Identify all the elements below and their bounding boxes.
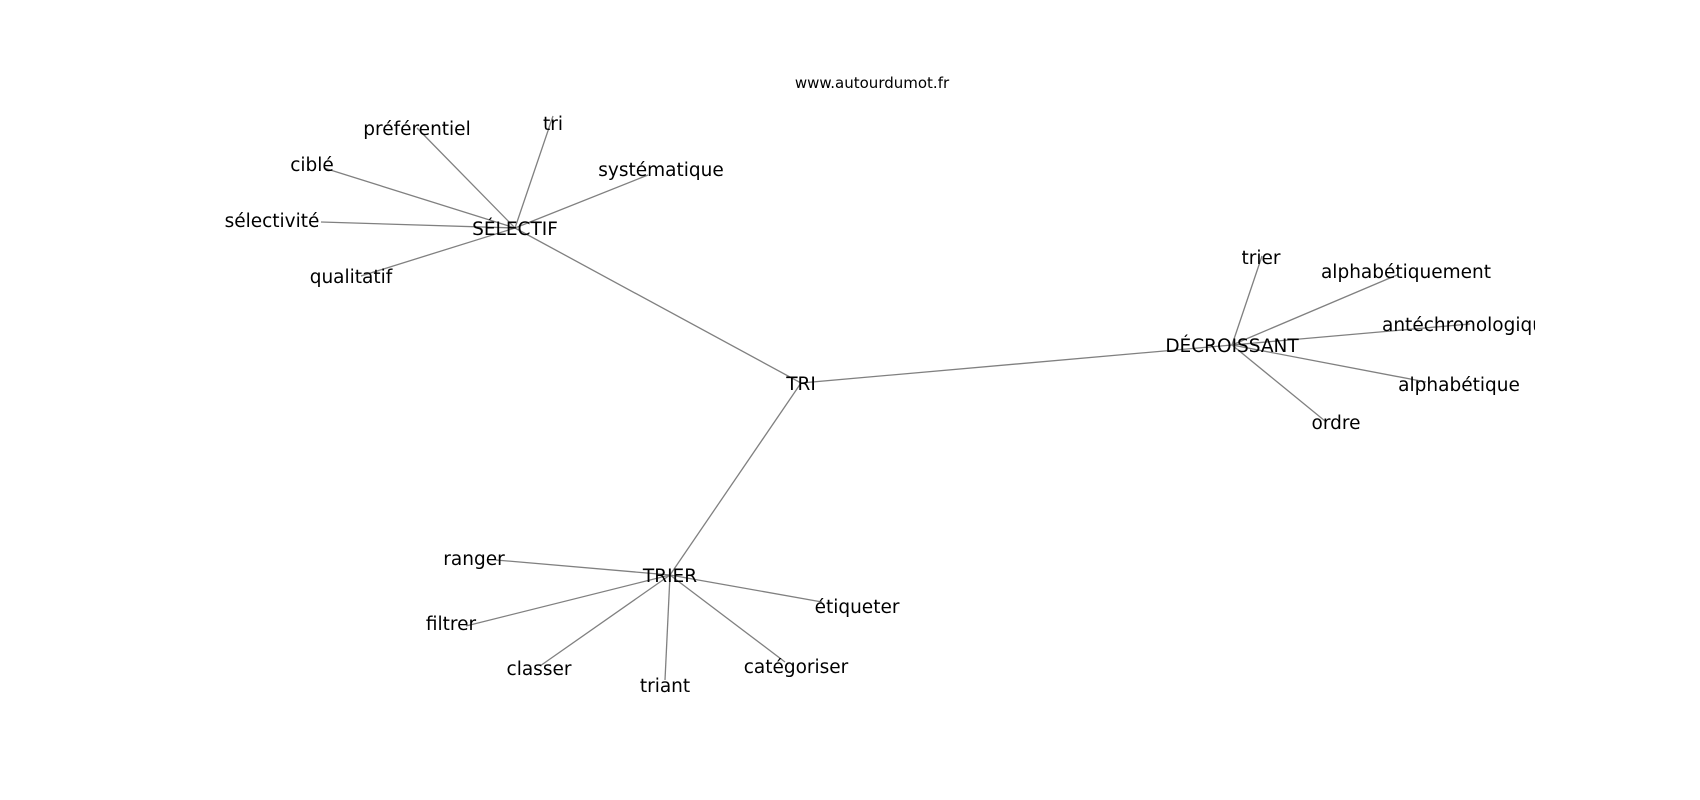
node-leaf: qualitatif [310, 267, 393, 288]
node-leaf: ranger [443, 549, 505, 570]
node-leaf: systématique [598, 160, 723, 181]
node-hub-decroissant: DÉCROISSANT [1165, 335, 1299, 357]
node-leaf: préférentiel [363, 119, 470, 140]
node-leaf: triant [640, 676, 690, 697]
node-leaf: étiqueter [815, 597, 900, 618]
edge-hub-leaf [323, 167, 516, 229]
edge-hub-leaf [495, 559, 671, 576]
edge-hub-leaf [320, 221, 516, 229]
edges-layer [320, 115, 1471, 681]
node-leaf: alphabétiquement [1321, 262, 1491, 283]
edge-hub-leaf [1231, 274, 1398, 346]
node-leaf: alphabétique [1398, 375, 1520, 396]
node-leaf: ordre [1312, 413, 1361, 434]
node-leaf: trier [1242, 248, 1281, 269]
edge-hub-leaf [1231, 344, 1326, 422]
edge-hub-leaf [360, 227, 516, 277]
edge-hub-leaf [1231, 344, 1427, 383]
edge-center-hub [800, 344, 1233, 384]
edge-center-hub [669, 382, 802, 576]
node-leaf: catégoriser [744, 657, 849, 678]
edge-hub-leaf [664, 574, 671, 681]
edge-hub-leaf [669, 574, 786, 663]
edge-hub-leaf [539, 574, 671, 667]
edge-center-hub [514, 227, 802, 384]
node-leaf: ciblé [290, 155, 334, 176]
node-leaf: classer [507, 659, 572, 680]
labels-layer: www.autourdumot.fr TRI SÉLECTIF préféren… [225, 74, 1555, 697]
source-url: www.autourdumot.fr [795, 74, 950, 92]
node-hub-selectif: SÉLECTIF [472, 218, 558, 240]
node-leaf: tri [543, 114, 563, 135]
edge-hub-leaf [1231, 323, 1471, 346]
edge-hub-leaf [669, 574, 823, 603]
edge-hub-leaf [514, 115, 554, 229]
edge-hub-leaf [514, 174, 649, 229]
node-hub-trier: TRIER [642, 566, 697, 587]
edge-hub-leaf [465, 574, 671, 627]
node-leaf: antéchronologique [1382, 315, 1555, 336]
node-center: TRI [785, 374, 816, 395]
node-leaf: filtrer [426, 614, 477, 635]
edge-hub-leaf [416, 127, 516, 229]
node-leaf: sélectivité [225, 211, 320, 232]
edge-hub-leaf [1231, 255, 1263, 346]
